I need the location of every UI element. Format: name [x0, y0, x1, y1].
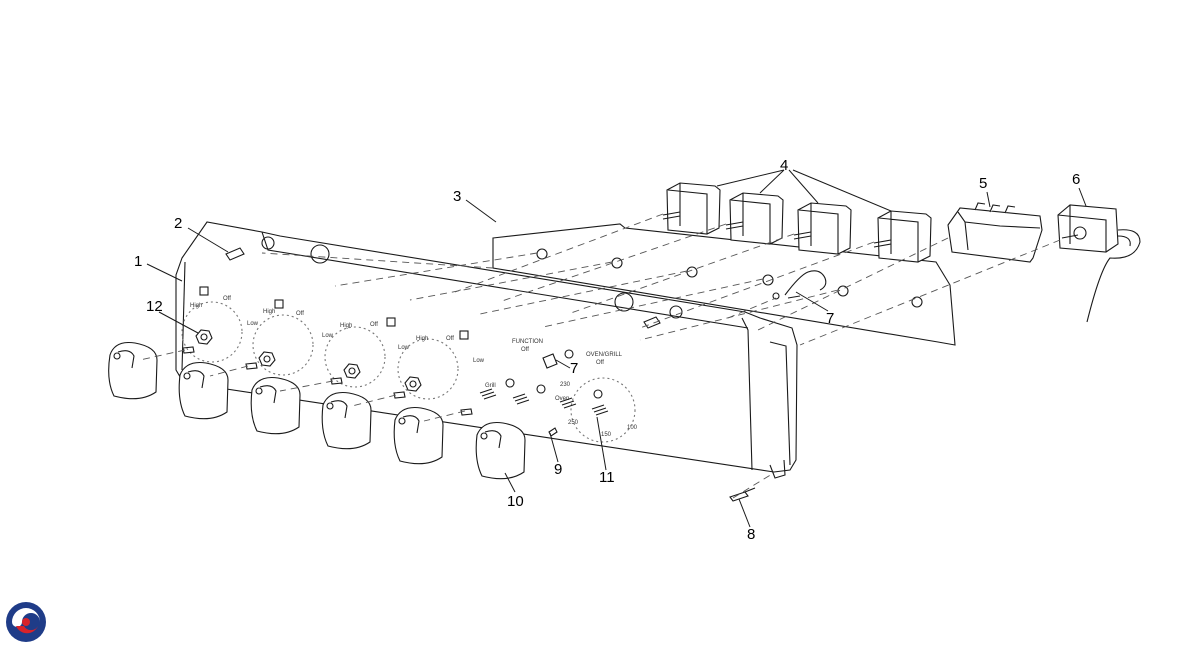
panel-label-off: Off — [521, 347, 529, 353]
temp-label-100: 100 — [627, 425, 638, 431]
dial-label-low: Low — [473, 358, 485, 364]
exploded-view-lines — [139, 213, 1061, 499]
screw — [729, 487, 756, 502]
callout-12: 12 — [146, 298, 163, 315]
temp-label-250: 250 — [568, 420, 579, 426]
dial-label-off: Off — [370, 322, 378, 328]
spindles — [182, 346, 473, 416]
callout-4: 4 — [780, 157, 789, 174]
panel-label-oven-grill: OVEN/GRILL — [586, 352, 623, 358]
callout-3: 3 — [453, 188, 462, 205]
control-knobs — [108, 341, 526, 480]
dial-label-high: High — [190, 303, 203, 309]
callout-8: 8 — [747, 526, 756, 543]
dial-label-off: Off — [223, 296, 231, 302]
callout-7: 7 — [826, 310, 835, 327]
dial-label-low: Low — [322, 333, 334, 339]
panel-label-function: FUNCTION — [512, 339, 543, 345]
dial-label-grill: Grill — [485, 383, 496, 389]
dial-label-high: High — [416, 336, 429, 342]
dial-label-high: High — [340, 323, 353, 329]
callout-2: 2 — [174, 215, 183, 232]
callout-11: 11 — [599, 469, 615, 486]
temp-label-150: 150 — [601, 432, 612, 438]
leader-lines — [146, 169, 1087, 528]
dial-label-low: Low — [398, 345, 410, 351]
callout-5: 5 — [979, 175, 988, 192]
callout-10: 10 — [507, 493, 524, 510]
callout-7: 7 — [570, 360, 579, 377]
selector-switch — [947, 202, 1043, 263]
thermostat — [1057, 204, 1141, 323]
dial-label-high: High — [263, 309, 276, 315]
dial-label-oven: Oven — [555, 396, 570, 402]
dial-label-off: Off — [296, 311, 304, 317]
temp-label-230: 230 — [560, 382, 571, 388]
control-panel — [175, 221, 798, 479]
callout-9: 9 — [554, 461, 563, 478]
callout-1: 1 — [134, 253, 143, 270]
brand-logo — [6, 602, 46, 642]
panel-label-off: Off — [596, 360, 604, 366]
dial-label-low: Low — [247, 321, 259, 327]
ignition-wire — [772, 270, 827, 300]
callout-6: 6 — [1072, 171, 1081, 188]
hex-nuts — [195, 329, 422, 392]
dial-label-off: Off — [446, 336, 454, 342]
indicator-lens — [542, 349, 574, 437]
energy-regulators — [662, 182, 932, 263]
springs — [479, 378, 609, 416]
